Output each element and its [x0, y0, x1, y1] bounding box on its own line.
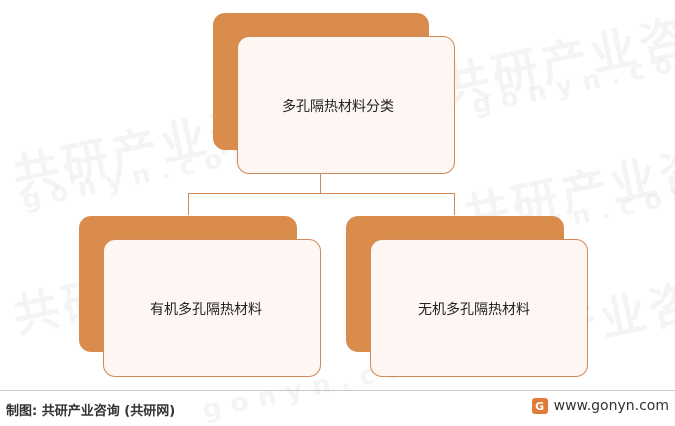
child-node-box [370, 239, 588, 377]
footer-divider [0, 390, 675, 391]
root-node-label: 多孔隔热材料分类 [282, 99, 394, 115]
footer-website-label: www.gonyn.com [553, 398, 669, 414]
root-node-box [237, 36, 455, 174]
gonyn-logo-icon: G [531, 398, 548, 414]
child-node-label: 无机多孔隔热材料 [418, 302, 530, 318]
connector-line [188, 193, 454, 194]
footer-source: 制图: 共研产业咨询 (共研网) [6, 404, 176, 419]
connector-line [188, 193, 189, 215]
connector-line [320, 174, 321, 193]
watermark-text: 共研产业咨询 [436, 0, 675, 116]
child-node-box [103, 239, 321, 377]
child-node-label: 有机多孔隔热材料 [150, 302, 262, 318]
connector-line [454, 193, 455, 215]
footer-website[interactable]: G www.gonyn.com [531, 398, 669, 414]
watermark-text: gonyn.com [470, 39, 675, 120]
